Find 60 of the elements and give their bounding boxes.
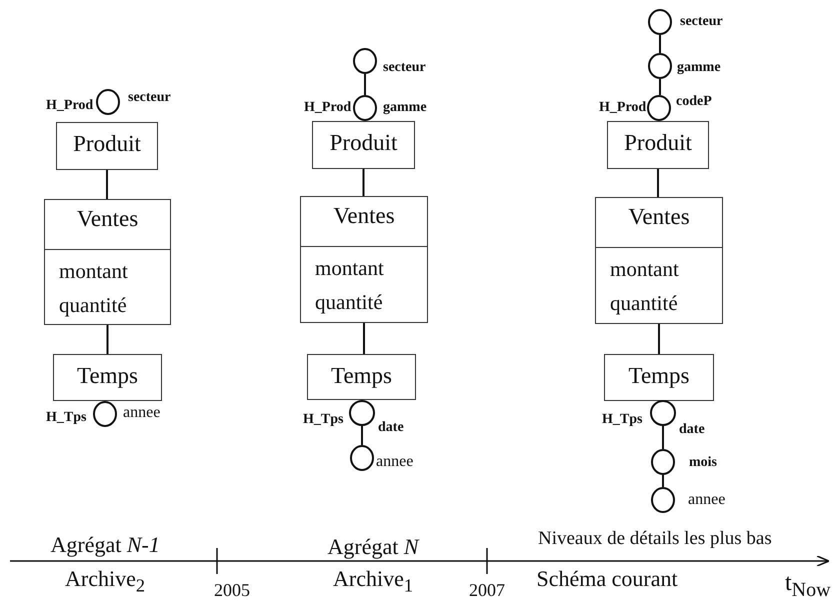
connector-line bbox=[662, 426, 664, 449]
dimension-name: Temps bbox=[330, 363, 393, 389]
fact-table-box bbox=[595, 197, 723, 324]
dimension-box bbox=[604, 354, 714, 401]
level-name: annee bbox=[688, 491, 726, 509]
fact-table-box bbox=[44, 199, 171, 325]
measure-list: montant quantité bbox=[315, 251, 405, 319]
hierarchy-name: H_Tps bbox=[46, 410, 86, 426]
connector-line bbox=[658, 324, 660, 354]
measure-list: montant quantité bbox=[59, 254, 149, 322]
dimension-box bbox=[312, 121, 415, 169]
level-name: mois bbox=[689, 455, 717, 471]
dimension-name: Temps bbox=[628, 363, 690, 389]
dimension-box bbox=[53, 354, 162, 401]
period-label: Archive$_{1}$ bbox=[333, 566, 414, 596]
connector-line bbox=[106, 170, 108, 199]
dimension-name: Produit bbox=[72, 131, 142, 157]
time-label: t$_{Now}$ bbox=[785, 570, 831, 602]
dimension-box bbox=[307, 354, 416, 400]
table-name: Ventes bbox=[76, 206, 140, 232]
dimension-box bbox=[607, 121, 709, 169]
fact-table-box bbox=[300, 196, 428, 323]
level-name: date bbox=[378, 420, 404, 436]
level-name: annee bbox=[123, 404, 160, 422]
connector-line bbox=[106, 325, 108, 354]
connector-line bbox=[361, 426, 363, 445]
connector-line bbox=[364, 74, 366, 95]
connector-line bbox=[362, 169, 364, 196]
level-name: secteur bbox=[383, 60, 426, 76]
period-label: Archive$_{2}$ bbox=[65, 566, 146, 596]
hierarchy-name: H_Tps bbox=[303, 412, 344, 428]
level-name: gamme bbox=[383, 100, 427, 116]
hierarchy-name: H_Prod bbox=[46, 98, 94, 114]
table-name: Ventes bbox=[332, 203, 396, 229]
table-name: Ventes bbox=[627, 204, 691, 230]
connector-line bbox=[662, 475, 664, 487]
connector-line bbox=[657, 169, 659, 197]
connector-line bbox=[659, 35, 661, 53]
period-label: Agrégat N bbox=[328, 534, 419, 560]
level-name: secteur bbox=[680, 14, 723, 30]
dimension-name: Produit bbox=[623, 130, 693, 156]
level-name: codeP bbox=[676, 94, 712, 110]
measure-list: montant quantité bbox=[610, 252, 700, 320]
connector-line bbox=[363, 323, 365, 354]
level-name: date bbox=[679, 422, 705, 438]
year-label: 2007 bbox=[469, 580, 505, 601]
dimension-name: Temps bbox=[76, 363, 139, 389]
dimension-box bbox=[56, 122, 158, 170]
hierarchy-name: H_Prod bbox=[599, 100, 646, 116]
period-label: Agrégat N-1 bbox=[50, 532, 160, 558]
hierarchy-name: H_Prod bbox=[304, 100, 352, 116]
dimension-name: Produit bbox=[328, 130, 398, 156]
level-name: annee bbox=[376, 453, 414, 471]
year-label: 2005 bbox=[214, 580, 250, 601]
connector-line bbox=[659, 79, 661, 95]
period-label: Niveaux de détails les plus bas bbox=[538, 528, 772, 550]
level-name: gamme bbox=[677, 60, 721, 76]
level-name: secteur bbox=[128, 90, 171, 106]
hierarchy-name: H_Tps bbox=[602, 412, 642, 428]
period-label: Schéma courant bbox=[536, 566, 678, 592]
